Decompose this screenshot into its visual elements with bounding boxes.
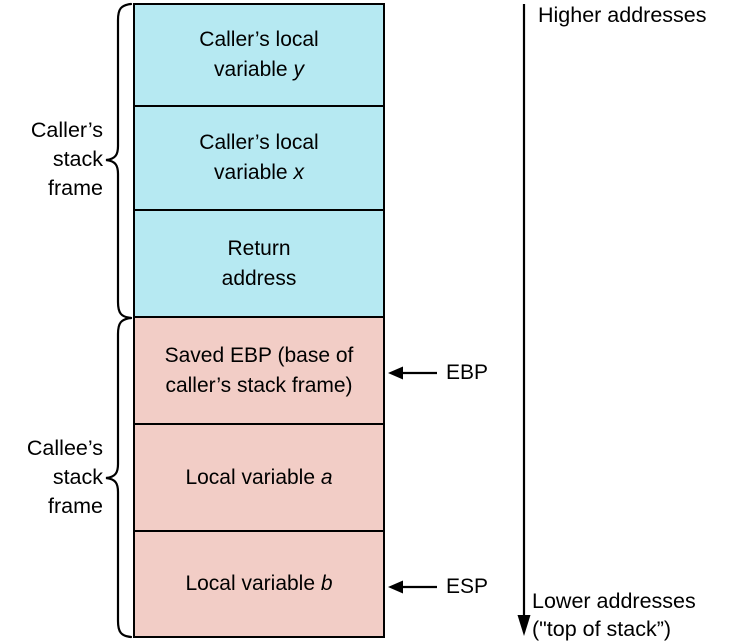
- callee-frame-label-line: Callee’s: [26, 436, 103, 460]
- stack-row-saved-ebp: Saved EBP (base of caller’s stack frame): [135, 318, 383, 425]
- caller-frame-brace: [105, 2, 133, 320]
- row-label: Caller’s local variable y: [199, 25, 318, 85]
- row-label-text: variable: [214, 161, 294, 184]
- stack-row-callers-local-variable-x: Caller’s local variable x: [135, 107, 383, 211]
- caller-frame-label-line: frame: [48, 176, 103, 200]
- row-label: Return address: [222, 234, 297, 294]
- row-label-line: Local variable a: [185, 463, 332, 493]
- row-label-line: Saved EBP (base of: [164, 343, 354, 367]
- row-label-line: Return: [227, 236, 291, 260]
- address-direction-arrow-icon: [517, 4, 531, 636]
- row-label-line: variable y: [199, 55, 318, 85]
- esp-label: ESP: [446, 575, 489, 598]
- ebp-arrow-icon: [388, 366, 437, 380]
- caller-frame-label-line: Caller’s: [30, 118, 103, 142]
- stack-row-callers-local-variable-y: Caller’s local variable y: [135, 5, 383, 107]
- callee-frame-label-line: frame: [48, 494, 103, 518]
- row-label-text: variable: [214, 58, 294, 81]
- variable-name: y: [293, 58, 304, 81]
- row-label: Saved EBP (base of caller’s stack frame): [165, 341, 354, 401]
- caller-frame-label: Caller’s stack frame: [0, 116, 103, 203]
- esp-arrow-icon: [388, 580, 437, 594]
- variable-name: b: [320, 572, 333, 595]
- stack-row-local-variable-a: Local variable a: [135, 425, 383, 532]
- stack-row-local-variable-b: Local variable b: [135, 532, 383, 636]
- row-label-text: Local variable: [185, 465, 321, 489]
- row-label: Local variable a: [185, 463, 332, 493]
- stack-column: Caller’s local variable y Caller’s local…: [133, 3, 385, 638]
- row-label-line: Local variable b: [185, 569, 332, 599]
- row-label-line: variable x: [199, 158, 318, 188]
- callee-frame-label: Callee’s stack frame: [0, 434, 103, 521]
- stack-row-return-address: Return address: [135, 211, 383, 318]
- top-of-stack-line: ("top of stack”): [532, 616, 672, 641]
- row-label-text: Local variable: [185, 572, 321, 595]
- row-label: Local variable b: [185, 569, 332, 599]
- caller-frame-label-line: stack: [52, 147, 103, 171]
- callee-frame-brace: [105, 316, 133, 639]
- lower-addresses-label: Lower addresses ("top of stack”): [532, 588, 696, 643]
- higher-addresses-label: Higher addresses: [538, 3, 707, 27]
- lower-addresses-line: Lower addresses: [532, 589, 696, 613]
- row-label-line: caller’s stack frame): [165, 373, 353, 397]
- variable-name: x: [293, 161, 304, 184]
- row-label-line: address: [221, 266, 297, 290]
- callee-frame-label-line: stack: [52, 465, 103, 489]
- row-label-line: Caller’s local: [199, 28, 319, 51]
- variable-name: a: [320, 465, 333, 489]
- ebp-label: EBP: [446, 361, 489, 384]
- row-label-line: Caller’s local: [199, 131, 319, 154]
- row-label: Caller’s local variable x: [199, 128, 318, 188]
